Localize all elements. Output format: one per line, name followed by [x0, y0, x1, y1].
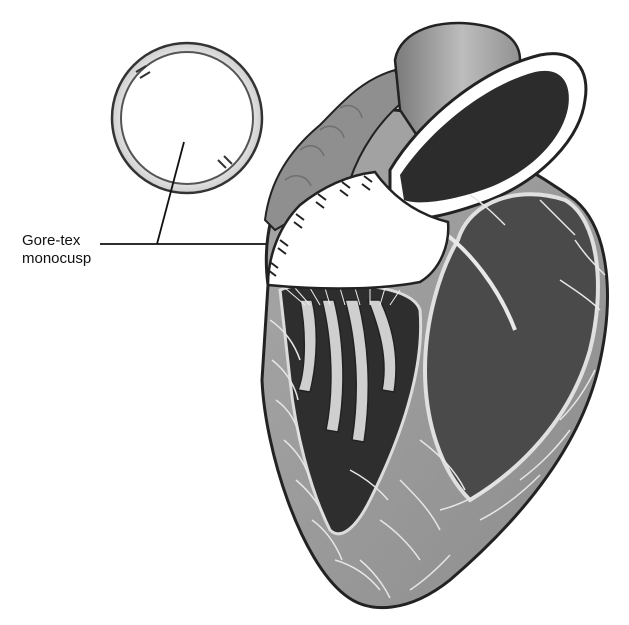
- goretex-monocusp-label: Gore-tex monocusp: [22, 232, 91, 268]
- label-line-1: Gore-tex: [22, 232, 80, 249]
- label-line-2: monocusp: [22, 250, 91, 267]
- heart: [262, 23, 607, 608]
- monocusp-ring-inset: [112, 43, 262, 193]
